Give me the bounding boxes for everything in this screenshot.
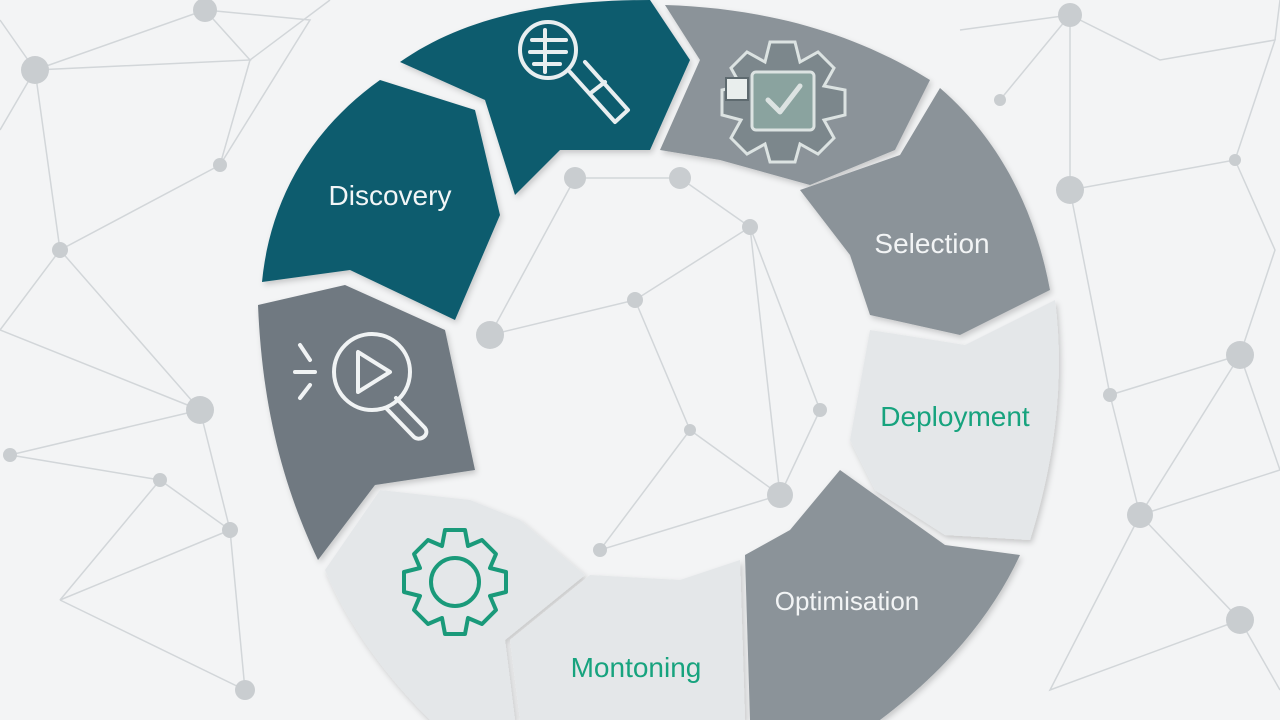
label-selection: Selection <box>874 228 989 259</box>
label-discovery: Discovery <box>329 180 452 211</box>
label-deployment: Deployment <box>880 401 1030 432</box>
background-nodes <box>3 0 1254 700</box>
label-optimisation: Optimisation <box>775 586 920 616</box>
segment-deployment <box>850 300 1059 540</box>
label-monitoring: Montoning <box>571 652 702 683</box>
segment-analysis <box>258 285 475 560</box>
gear-icon <box>402 528 508 636</box>
segment-discovery <box>262 80 500 320</box>
stage-labels: Discovery Selection Deployment Optimisat… <box>329 180 1030 683</box>
magnifier-document-icon <box>518 20 630 124</box>
cycle-segments <box>258 0 1059 720</box>
gear-checkmark-icon <box>720 40 847 164</box>
play-magnifier-icon <box>293 332 429 441</box>
segment-optimisation <box>745 470 1020 720</box>
segment-monitoring <box>510 560 745 720</box>
segment-selection <box>800 88 1050 335</box>
segment-research <box>400 0 690 195</box>
